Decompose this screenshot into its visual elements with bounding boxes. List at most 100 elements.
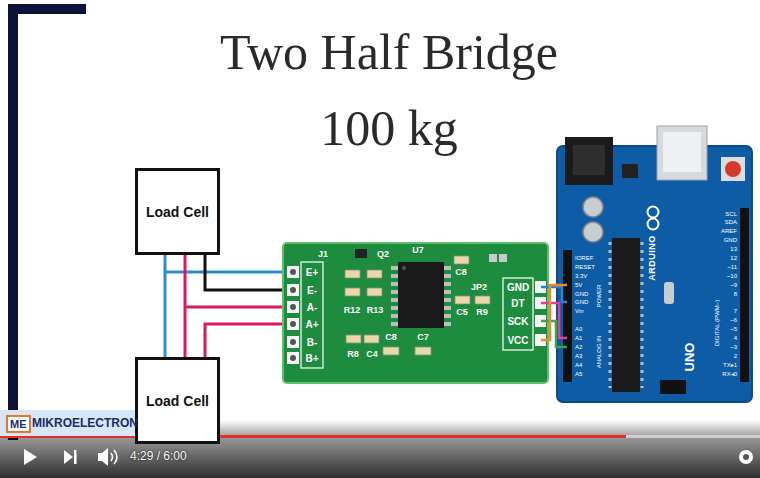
wire-red <box>205 324 293 357</box>
wire-gnd <box>541 287 567 302</box>
load-cell-box: Load Cell <box>135 168 220 255</box>
play-icon <box>24 449 37 465</box>
gear-icon <box>739 450 753 464</box>
pin-name: A- <box>307 302 318 313</box>
component-ref: C5 <box>456 308 468 318</box>
header-left <box>563 250 572 382</box>
header-pin-label: A2 <box>575 344 582 351</box>
header-pin-label: RESET <box>575 264 595 271</box>
watermark-logo: ME <box>6 415 31 433</box>
header-pin-label: DIGITAL (PWM~) <box>714 300 721 347</box>
chip-u7 <box>398 262 444 328</box>
component-ref: R9 <box>476 308 488 318</box>
smd-parts <box>345 256 490 355</box>
header-pin-label: 5V <box>575 282 582 289</box>
chip-dot <box>402 266 406 270</box>
header-pin-label: Vin <box>575 308 584 315</box>
component-ref: U7 <box>412 246 424 256</box>
component-ref: JP2 <box>471 283 487 293</box>
pin-holes <box>290 269 296 361</box>
capacitor <box>583 197 603 217</box>
jumper-pad <box>489 254 497 262</box>
pin-name: GND <box>507 282 529 293</box>
wire-red <box>185 306 293 309</box>
header-pin-label: POWER <box>596 285 603 308</box>
reset-button <box>725 161 741 177</box>
wire-connector <box>184 255 187 357</box>
chip-legs <box>641 242 644 388</box>
watermark-text: MIKROELECTRON <box>32 417 138 430</box>
hx711-board <box>283 243 548 383</box>
header-pin-label: ~5 <box>730 326 737 333</box>
wire-vcc <box>541 285 567 340</box>
logo-ring <box>648 207 659 218</box>
crystal <box>664 282 674 304</box>
component-ref: J1 <box>318 250 328 260</box>
wire-black <box>205 255 293 290</box>
header-pin-label: 7 <box>734 308 737 315</box>
header-pin-label: A1 <box>575 335 582 342</box>
header-pin-label: AREF <box>721 228 737 235</box>
component-ref: C8 <box>385 333 397 343</box>
node-label: Load Cell <box>146 393 209 409</box>
gear-hole <box>743 454 749 460</box>
header-pin-label: GND <box>575 291 588 298</box>
progress-rest <box>626 435 760 438</box>
component-ref: R12 <box>344 306 361 316</box>
watermark-tab <box>0 410 150 436</box>
header-right <box>740 208 749 382</box>
pin-name: E- <box>307 285 317 296</box>
pin-name: VCC <box>507 335 528 346</box>
volume-waves <box>111 450 117 464</box>
load-cell-box: Load Cell <box>135 357 220 444</box>
pin-name: E+ <box>306 267 319 278</box>
header-pin-label: IOREF <box>575 255 593 262</box>
usb-port-inner <box>663 132 701 172</box>
header-pin-label: ~9 <box>730 282 737 289</box>
pin-name: B- <box>307 337 318 348</box>
brand-text: ARDUINO <box>648 235 658 281</box>
header-pin-label: 13 <box>730 246 737 253</box>
component-ref: C8 <box>455 268 467 278</box>
header-pin-label: 2 <box>734 353 737 360</box>
component-ref: Q2 <box>377 250 389 260</box>
header-pin-label: SCL <box>725 211 737 218</box>
component-ref: R13 <box>367 306 384 316</box>
header-pin-label: ANALOG IN <box>596 336 603 369</box>
header-pin-label: TX▸1 <box>723 362 737 369</box>
usb-port <box>657 126 707 180</box>
dc-jack-inner <box>573 145 605 175</box>
chip-legs <box>609 242 612 388</box>
header-pin-label: 3.3V <box>575 273 587 280</box>
connector-group <box>165 255 185 357</box>
pin-name: A+ <box>305 319 318 330</box>
transistor-q2 <box>355 249 367 258</box>
logo-ring <box>648 219 659 230</box>
header-pin-label: 12 <box>730 255 737 262</box>
dc-jack <box>565 137 613 185</box>
jumper-pad <box>499 254 507 262</box>
atmega-chip <box>612 238 640 392</box>
header-pin-label: ~11 <box>727 264 737 271</box>
node-label: Load Cell <box>146 204 209 220</box>
chip-legs <box>391 266 451 326</box>
header-pin-label: ~6 <box>730 317 737 324</box>
wire-sck <box>541 321 567 347</box>
next-icon <box>64 450 77 464</box>
pin-name: B+ <box>305 353 318 364</box>
pin-name: DT <box>511 298 524 309</box>
header-pin-label: ~3 <box>730 344 737 351</box>
capacitor <box>583 222 603 242</box>
icsp-header <box>660 380 686 394</box>
header-pin-label: A5 <box>575 371 582 378</box>
component-ref: R8 <box>347 350 359 360</box>
component-ref: C4 <box>366 350 378 360</box>
wire-connector <box>164 255 167 357</box>
header-pin-label: RX◂0 <box>722 371 737 378</box>
model-text: UNO <box>683 343 697 372</box>
frame-bracket <box>8 4 86 440</box>
header-pin-label: ~10 <box>727 273 737 280</box>
header-pin-label: A3 <box>575 353 582 360</box>
